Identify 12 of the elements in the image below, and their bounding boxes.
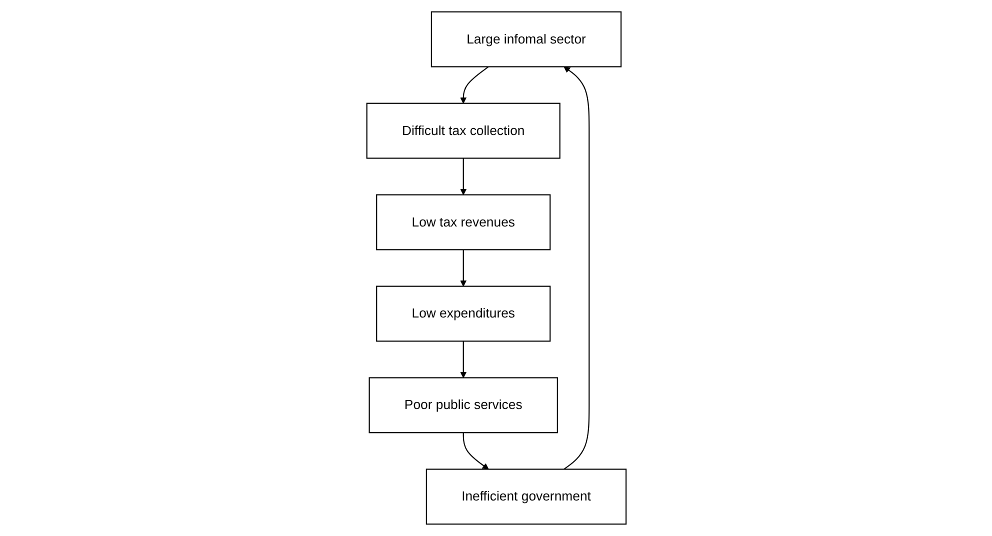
- arrow: [462, 432, 488, 470]
- node-box: Large infomal sector: [430, 11, 622, 68]
- arrow: [563, 66, 590, 470]
- node-box: Poor public services: [368, 377, 558, 434]
- node-box: Difficult tax collection: [366, 102, 560, 159]
- arrow: [460, 250, 466, 287]
- arrow: [460, 158, 466, 196]
- node-box: Low tax revenues: [376, 194, 550, 250]
- arrow: [460, 341, 466, 378]
- node-box: Low expenditures: [376, 286, 550, 342]
- arrow: [460, 66, 488, 104]
- node-box: Inefficient government: [425, 468, 626, 525]
